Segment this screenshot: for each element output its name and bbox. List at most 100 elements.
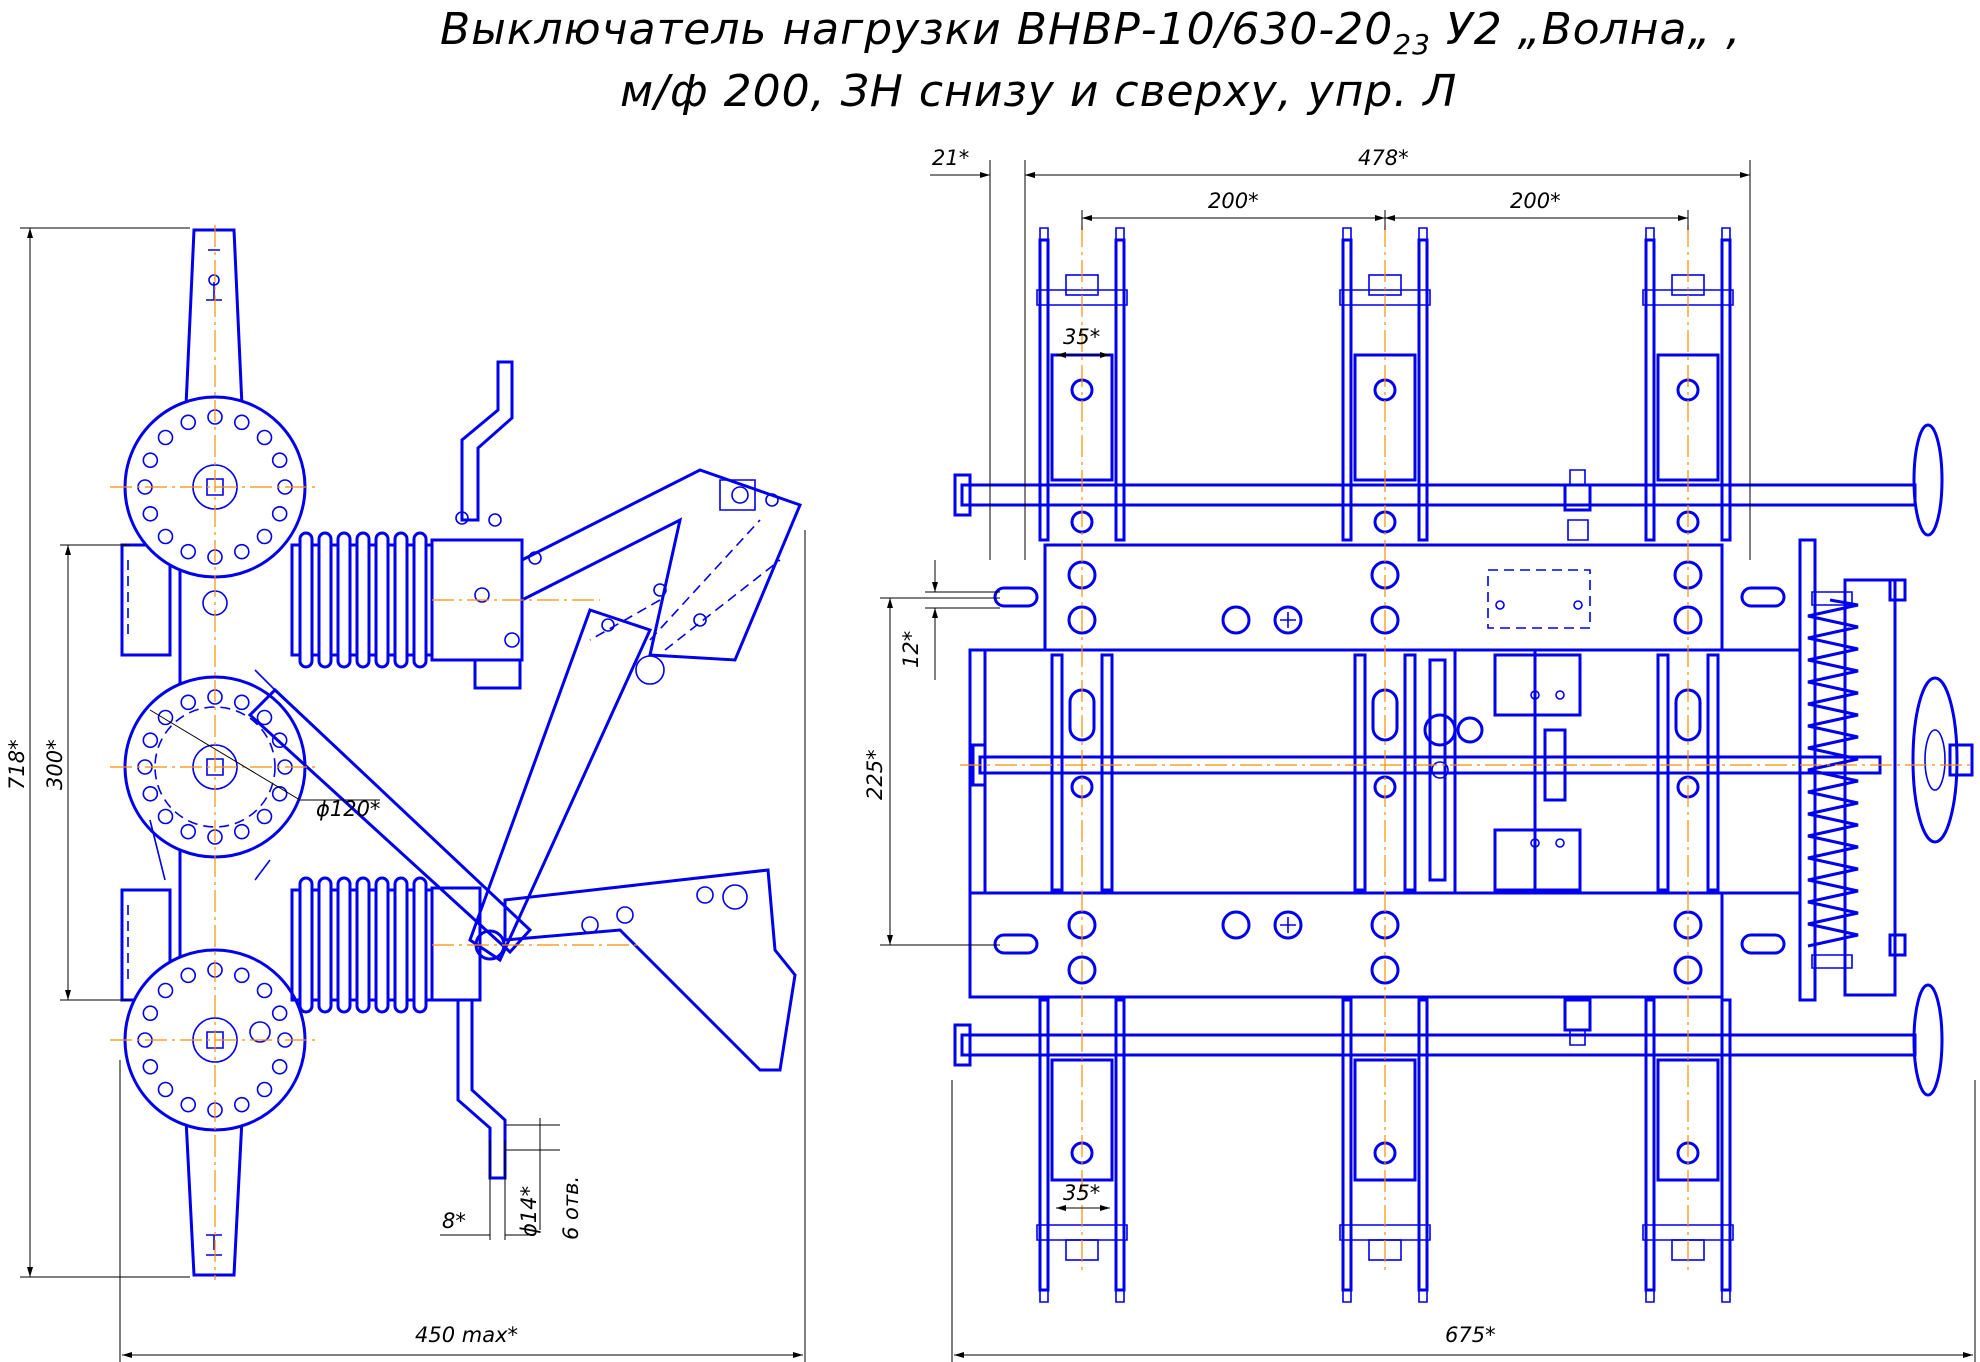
insulator-rib bbox=[412, 531, 428, 669]
bolt-hole bbox=[271, 1058, 288, 1075]
bolt-hole bbox=[157, 808, 174, 825]
bottom-contact-plate bbox=[1656, 1058, 1720, 1182]
dim-6-holes: 6 отв. bbox=[559, 1176, 583, 1240]
bolt-hole bbox=[233, 694, 250, 711]
title-line-1-tail: У2 „Волна„ , bbox=[1431, 4, 1741, 55]
upper-sprocket bbox=[1912, 423, 1944, 537]
insulator-rib bbox=[298, 876, 314, 1014]
nameplate-outline bbox=[1487, 569, 1591, 629]
dim-12: 12* bbox=[899, 631, 923, 668]
front-view bbox=[953, 225, 1975, 1303]
bolt-hole bbox=[256, 1081, 273, 1098]
drive-lever bbox=[1843, 578, 1897, 997]
top-grounding-strip bbox=[460, 360, 514, 522]
dim-phi14: ϕ14* bbox=[517, 1186, 541, 1237]
insulator-rib bbox=[355, 531, 371, 669]
pole-link bbox=[1656, 653, 1720, 892]
bolt-hole bbox=[271, 785, 288, 802]
right-frame-rail bbox=[1798, 538, 1817, 1002]
top-finial bbox=[1039, 227, 1125, 241]
dim-35-top: 35* bbox=[1063, 325, 1100, 349]
bolt-hole bbox=[142, 732, 159, 749]
bolt-hole bbox=[256, 429, 273, 446]
top-contact-plate bbox=[1656, 353, 1720, 482]
dim-8: 8* bbox=[442, 1209, 466, 1233]
bolt-hole bbox=[271, 452, 288, 469]
dim-300: 300* bbox=[43, 739, 67, 790]
bolt-hole bbox=[233, 414, 250, 431]
dim-35-bottom: 35* bbox=[1063, 1181, 1100, 1205]
insulator-rib bbox=[393, 876, 409, 1014]
bottom-finial bbox=[1645, 1289, 1731, 1303]
bolt-hole bbox=[180, 823, 197, 840]
insulator-rib bbox=[336, 876, 352, 1014]
insulator-rib bbox=[355, 876, 371, 1014]
dim-phi120: ϕ120* bbox=[316, 797, 380, 821]
bolt-hole bbox=[157, 1081, 174, 1098]
insulator-rib bbox=[336, 531, 352, 669]
bottom-grounding-strip bbox=[456, 998, 507, 1180]
bolt-hole bbox=[157, 528, 174, 545]
lower-bus-bar bbox=[968, 891, 1724, 999]
bolt-hole bbox=[233, 823, 250, 840]
top-finial bbox=[1645, 227, 1731, 241]
spring-cap bbox=[1811, 591, 1853, 969]
long-link-rod bbox=[468, 608, 653, 963]
dim-21: 21* bbox=[932, 146, 969, 170]
bolt-hole bbox=[180, 694, 197, 711]
dim-450max: 450 max* bbox=[415, 1323, 518, 1347]
bottom-crossbar bbox=[1339, 1224, 1431, 1241]
top-crossbar bbox=[1642, 289, 1734, 306]
middle-shaft bbox=[978, 755, 1882, 775]
bolt-hole bbox=[256, 528, 273, 545]
bottom-contact-plate bbox=[1050, 1058, 1114, 1182]
dim-225: 225* bbox=[863, 749, 887, 800]
title-line-1-main: Выключатель нагрузки ВНВР-10/630-20 bbox=[440, 4, 1393, 55]
bus-bolt bbox=[1370, 605, 1400, 635]
insulator-rib bbox=[393, 531, 409, 669]
bus-bolt bbox=[1067, 605, 1097, 635]
lower-sprocket bbox=[1912, 983, 1944, 1097]
side-view-dimensions: 718* 300* ϕ120* 450 max* 8* ϕ14* 6 отв. bbox=[5, 227, 806, 1362]
bolt-hole bbox=[180, 414, 197, 431]
bolt-hole bbox=[142, 1005, 159, 1022]
bolt-hole bbox=[142, 505, 159, 522]
lower-insulator bbox=[290, 876, 434, 1014]
bolt-hole bbox=[271, 505, 288, 522]
top-shaft bbox=[960, 483, 1917, 507]
bus-bolt bbox=[1673, 955, 1703, 985]
bolt-hole bbox=[157, 429, 174, 446]
insulator-rib bbox=[374, 531, 390, 669]
drive-disc bbox=[1911, 676, 1959, 844]
bottom-contact-plate bbox=[1353, 1058, 1417, 1182]
bolt-hole bbox=[157, 982, 174, 999]
bottom-finial bbox=[1039, 1289, 1125, 1303]
bottom-shaft bbox=[960, 1033, 1917, 1057]
side-view bbox=[110, 225, 802, 1280]
bolt-hole bbox=[271, 732, 288, 749]
knife-lever bbox=[520, 468, 802, 662]
title-line-2: м/ф 200, ЗН снизу и сверху, упр. Л bbox=[620, 66, 1457, 117]
insulator-rib bbox=[298, 531, 314, 669]
drive-spring bbox=[1807, 591, 1859, 969]
bottom-crossbar bbox=[1036, 1224, 1128, 1241]
dim-200-left: 200* bbox=[1208, 189, 1259, 213]
bus-bolt bbox=[1673, 605, 1703, 635]
upper-insulator bbox=[290, 531, 434, 669]
bottom-crossbar bbox=[1642, 1224, 1734, 1241]
dim-675: 675* bbox=[1445, 1323, 1496, 1347]
bus-bolt bbox=[1370, 955, 1400, 985]
pole-link bbox=[1050, 653, 1114, 892]
bolt-hole bbox=[271, 1005, 288, 1022]
insulator-rib bbox=[374, 876, 390, 1014]
top-crossbar bbox=[1036, 289, 1128, 306]
bolt-hole bbox=[180, 1096, 197, 1113]
dim-200-right: 200* bbox=[1510, 189, 1561, 213]
dim-478: 478* bbox=[1358, 146, 1409, 170]
front-view-dimensions: 21* 478* 200* 200* 35* 35* 12* 225* 675* bbox=[863, 146, 1976, 1362]
bus-bolt bbox=[1067, 955, 1097, 985]
title-line-1-subscript: 23 bbox=[1393, 28, 1431, 61]
bolt-hole bbox=[157, 709, 174, 726]
